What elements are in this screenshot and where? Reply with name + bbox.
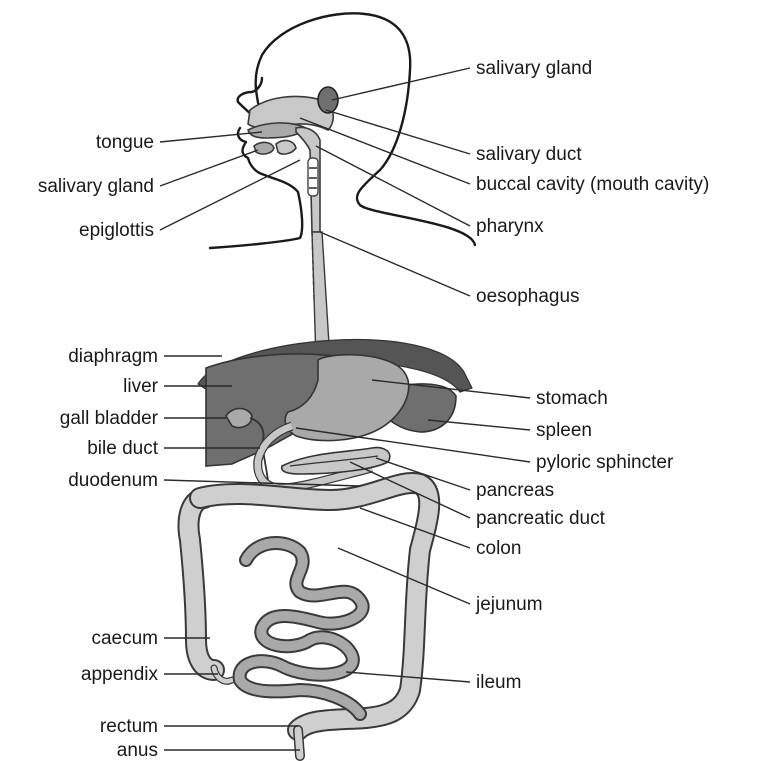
leader-tongue [160,132,262,142]
leader-salivary-duct [326,110,470,154]
leader-salivary-gland-left [160,150,258,186]
label-bile-duct: bile duct [87,438,158,459]
lower-salivary-gland-shape [254,142,274,154]
mouth-region [248,87,338,232]
labels-left: tongue salivary gland epiglottis diaphra… [38,132,159,761]
label-spleen: spleen [536,420,592,441]
label-epiglottis: epiglottis [79,220,154,241]
leader-oesophagus [320,232,470,296]
label-pancreas: pancreas [476,480,554,501]
label-oesophagus: oesophagus [476,286,580,307]
label-jejunum: jejunum [475,594,543,615]
label-anus: anus [117,740,158,761]
label-rectum: rectum [100,716,158,737]
label-ileum: ileum [476,672,521,693]
label-appendix: appendix [81,664,159,685]
label-gall-bladder: gall bladder [60,408,159,429]
leader-epiglottis [160,160,300,230]
small-intestine-shape [240,543,363,714]
leader-salivary-gland-right [332,68,470,100]
label-pharynx: pharynx [476,216,544,237]
label-pancreatic-duct: pancreatic duct [476,508,606,529]
label-duodenum: duodenum [68,470,158,491]
label-buccal-cavity: buccal cavity (mouth cavity) [476,174,709,195]
label-liver: liver [123,376,159,397]
label-salivary-gland-right: salivary gland [476,58,592,79]
label-salivary-duct: salivary duct [476,144,582,165]
label-caecum: caecum [91,628,158,649]
label-salivary-gland-left: salivary gland [38,176,154,197]
trachea-rings [308,158,318,196]
label-stomach: stomach [536,388,608,409]
label-pyloric-sphincter: pyloric sphincter [536,452,674,473]
label-diaphragm: diaphragm [68,346,158,367]
labels-right: salivary gland salivary duct buccal cavi… [475,58,709,693]
label-tongue: tongue [96,132,154,153]
label-colon: colon [476,538,521,559]
